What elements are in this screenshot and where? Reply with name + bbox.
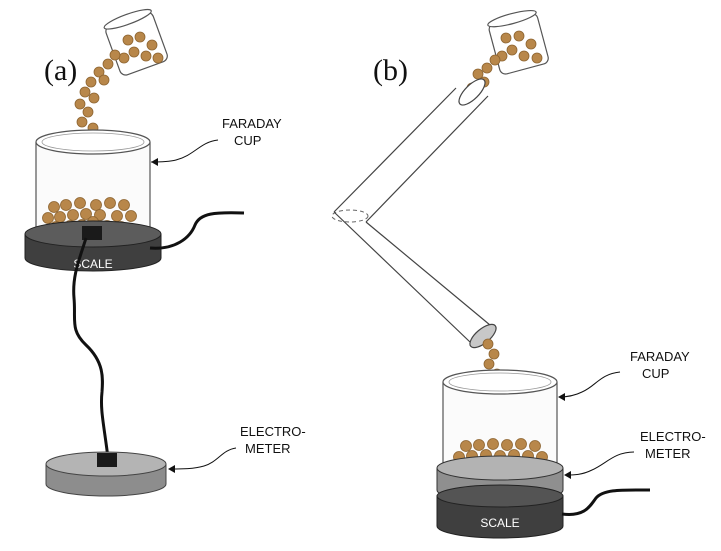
- panel-a-electrometer-label-2: METER: [245, 441, 291, 456]
- panel-b-chute: [331, 78, 497, 349]
- panel-a-signal-cable: [72, 237, 110, 459]
- panel-a-electrometer-callout: ELECTRO- METER: [168, 424, 306, 473]
- panel-b-cup-label-1: FARADAY: [630, 349, 690, 364]
- panel-b-electrometer-label-1: ELECTRO-: [640, 429, 706, 444]
- panel-b: (b): [331, 9, 706, 539]
- panel-a-cup-label-1: FARADAY: [222, 116, 282, 131]
- panel-a-connector-block: [82, 226, 102, 240]
- panel-a-label: (a): [44, 54, 77, 87]
- panel-b-cup-label-2: CUP: [642, 366, 669, 381]
- panel-a-cup-callout: FARADAY CUP: [150, 116, 282, 166]
- panel-a-cup-label-2: CUP: [234, 133, 261, 148]
- panel-a: (a): [24, 8, 306, 497]
- panel-b-electrometer-callout: ELECTRO- METER: [564, 429, 706, 479]
- panel-a-electrometer-connector: [97, 453, 117, 467]
- panel-b-scale: SCALE: [436, 484, 564, 539]
- panel-a-electrometer: [45, 451, 167, 497]
- panel-b-scale-label: SCALE: [480, 516, 519, 530]
- panel-b-electrometer-label-2: METER: [645, 446, 691, 461]
- panel-a-scale-label: SCALE: [73, 257, 112, 271]
- panel-b-cup-callout: FARADAY CUP: [558, 349, 690, 401]
- panel-a-scale-cable: [149, 211, 245, 250]
- panel-b-scale-cable: [561, 488, 651, 516]
- panel-b-label: (b): [373, 54, 408, 87]
- panel-a-cup-particles: [42, 197, 137, 233]
- panel-b-source-beaker: [487, 9, 549, 75]
- panel-a-beaker-particles: [118, 31, 164, 64]
- panel-b-beaker-particles: [496, 30, 543, 64]
- panel-a-electrometer-label-1: ELECTRO-: [240, 424, 306, 439]
